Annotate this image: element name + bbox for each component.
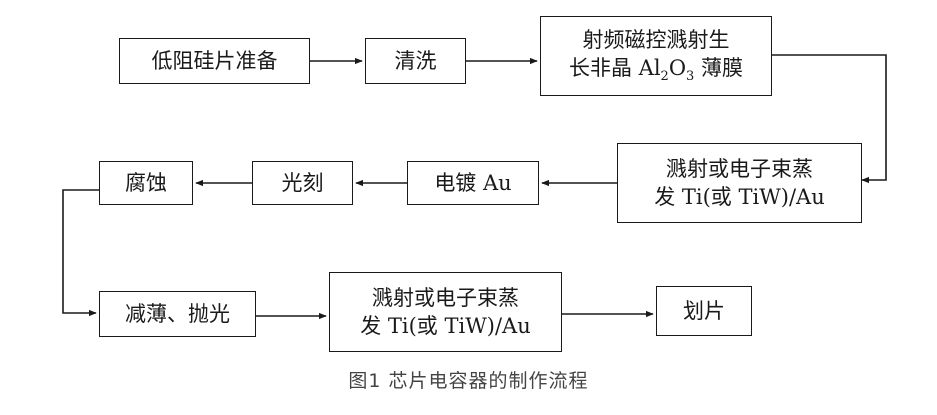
step-sputter-line2: 长非晶 Al2O3 薄膜 xyxy=(568,56,744,85)
step-deposit2-line1: 溅射或电子束蒸 xyxy=(371,285,519,310)
figure-caption: 图1 芯片电容器的制作流程 xyxy=(348,370,589,392)
step-deposit2-line2: 发 Ti(或 TiW)/Au xyxy=(360,314,531,338)
step-deposit-ti-au: 溅射或电子束蒸 发 Ti(或 TiW)/Au xyxy=(617,143,862,223)
step-electroplate-label: 电镀 Au xyxy=(434,170,512,195)
step-wafer-prep-label: 低阻硅片准备 xyxy=(151,48,278,73)
step-clean: 清洗 xyxy=(365,38,466,84)
step-deposit-ti-au-2: 溅射或电子束蒸 发 Ti(或 TiW)/Au xyxy=(329,272,562,352)
step-dicing: 划片 xyxy=(656,286,752,336)
step-lithography: 光刻 xyxy=(252,161,353,205)
step-deposit-line1: 溅射或电子束蒸 xyxy=(665,156,813,181)
step-clean-label: 清洗 xyxy=(394,48,437,73)
step-dicing-label: 划片 xyxy=(683,298,725,323)
step-sputter-al2o3: 射频磁控溅射生 长非晶 Al2O3 薄膜 xyxy=(540,16,772,96)
arrow-sputter-to-deposit xyxy=(772,54,887,184)
step-thin-polish: 减薄、抛光 xyxy=(99,291,256,337)
step-thin-polish-label: 减薄、抛光 xyxy=(125,301,230,326)
step-wafer-prep: 低阻硅片准备 xyxy=(119,38,310,84)
step-deposit-line2: 发 Ti(或 TiW)/Au xyxy=(654,185,825,209)
step-sputter-line1: 射频磁控溅射生 xyxy=(582,27,730,52)
step-etch: 腐蚀 xyxy=(99,161,193,205)
step-lithography-label: 光刻 xyxy=(281,170,324,195)
arrow-etch-to-thin xyxy=(62,189,99,317)
step-etch-label: 腐蚀 xyxy=(125,170,167,195)
step-electroplate-au: 电镀 Au xyxy=(407,161,539,205)
